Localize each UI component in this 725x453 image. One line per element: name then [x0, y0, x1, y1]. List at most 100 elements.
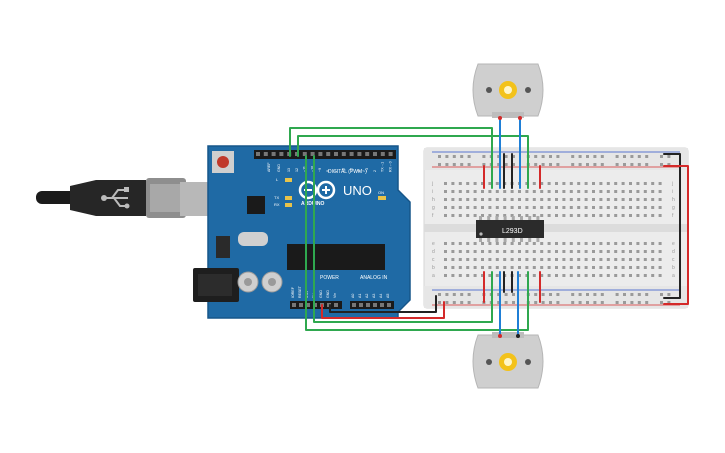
strip-hole[interactable] [473, 198, 477, 201]
l293d-chip[interactable]: L293D [476, 216, 544, 242]
rail-hole[interactable] [600, 163, 604, 166]
dc-motor-bottom[interactable] [472, 332, 544, 389]
strip-hole[interactable] [599, 206, 603, 209]
rail-hole[interactable] [623, 155, 626, 158]
strip-hole[interactable] [577, 206, 581, 209]
strip-hole[interactable] [495, 274, 499, 277]
strip-hole[interactable] [451, 250, 455, 253]
strip-hole[interactable] [540, 258, 544, 261]
strip-hole[interactable] [584, 214, 588, 217]
arduino-pin-hole[interactable] [310, 152, 315, 156]
strip-hole[interactable] [584, 258, 588, 261]
strip-hole[interactable] [629, 250, 632, 253]
strip-hole[interactable] [599, 182, 603, 185]
strip-hole[interactable] [651, 242, 655, 245]
strip-hole[interactable] [658, 190, 662, 193]
strip-hole[interactable] [651, 182, 655, 185]
strip-hole[interactable] [525, 182, 529, 185]
strip-hole[interactable] [547, 198, 551, 201]
rail-hole[interactable] [660, 155, 663, 158]
arduino-pin-hole[interactable] [326, 152, 331, 156]
strip-hole[interactable] [473, 258, 477, 261]
strip-hole[interactable] [458, 266, 462, 269]
strip-hole[interactable] [473, 242, 477, 245]
rail-hole[interactable] [541, 155, 545, 158]
arduino-pin-hole[interactable] [373, 152, 377, 156]
rail-hole[interactable] [504, 301, 508, 304]
strip-hole[interactable] [525, 266, 529, 269]
strip-hole[interactable] [636, 182, 640, 185]
rail-hole[interactable] [445, 155, 449, 158]
strip-hole[interactable] [562, 274, 566, 277]
strip-hole[interactable] [621, 198, 625, 201]
rail-hole[interactable] [556, 293, 560, 296]
strip-hole[interactable] [444, 182, 447, 185]
strip-hole[interactable] [606, 250, 610, 253]
rail-hole[interactable] [600, 293, 604, 296]
rail-hole[interactable] [667, 301, 671, 304]
strip-hole[interactable] [651, 258, 655, 261]
rail-hole[interactable] [623, 301, 626, 304]
strip-hole[interactable] [451, 190, 455, 193]
strip-hole[interactable] [488, 190, 492, 193]
rail-hole[interactable] [549, 155, 552, 158]
strip-hole[interactable] [606, 258, 610, 261]
strip-hole[interactable] [481, 242, 484, 245]
strip-hole[interactable] [606, 198, 610, 201]
strip-hole[interactable] [592, 182, 595, 185]
strip-hole[interactable] [651, 266, 655, 269]
arduino-pin-hole[interactable] [357, 152, 362, 156]
rail-hole[interactable] [438, 293, 441, 296]
strip-hole[interactable] [495, 242, 499, 245]
strip-hole[interactable] [495, 182, 499, 185]
strip-hole[interactable] [532, 214, 536, 217]
strip-hole[interactable] [488, 214, 492, 217]
strip-hole[interactable] [592, 250, 595, 253]
strip-hole[interactable] [599, 190, 603, 193]
rail-hole[interactable] [593, 155, 597, 158]
arduino-uno-board[interactable]: UNO ARDUINO DIGITAL (PWM~) L TX RX ON 13… [193, 145, 411, 319]
strip-hole[interactable] [532, 266, 536, 269]
strip-hole[interactable] [643, 206, 647, 209]
strip-hole[interactable] [510, 198, 514, 201]
rail-hole[interactable] [549, 293, 552, 296]
strip-hole[interactable] [643, 242, 647, 245]
rail-hole[interactable] [438, 163, 441, 166]
strip-hole[interactable] [643, 266, 647, 269]
strip-hole[interactable] [562, 182, 566, 185]
strip-hole[interactable] [481, 274, 484, 277]
strip-hole[interactable] [532, 274, 536, 277]
strip-hole[interactable] [555, 198, 558, 201]
strip-hole[interactable] [518, 258, 521, 261]
strip-hole[interactable] [658, 274, 662, 277]
strip-hole[interactable] [466, 274, 470, 277]
strip-hole[interactable] [621, 258, 625, 261]
strip-hole[interactable] [555, 190, 558, 193]
strip-hole[interactable] [488, 242, 492, 245]
rail-hole[interactable] [615, 301, 619, 304]
arduino-pin-hole[interactable] [299, 303, 303, 307]
strip-hole[interactable] [458, 242, 462, 245]
strip-hole[interactable] [525, 206, 529, 209]
rail-hole[interactable] [497, 155, 501, 158]
strip-hole[interactable] [658, 182, 662, 185]
strip-hole[interactable] [606, 190, 610, 193]
strip-hole[interactable] [569, 214, 573, 217]
strip-hole[interactable] [643, 274, 647, 277]
rail-hole[interactable] [571, 293, 575, 296]
arduino-pin-hole[interactable] [263, 152, 268, 156]
strip-hole[interactable] [547, 250, 551, 253]
strip-hole[interactable] [643, 198, 647, 201]
strip-hole[interactable] [547, 242, 551, 245]
strip-hole[interactable] [651, 198, 655, 201]
strip-hole[interactable] [562, 206, 566, 209]
strip-hole[interactable] [643, 250, 647, 253]
strip-hole[interactable] [658, 198, 662, 201]
strip-hole[interactable] [451, 206, 455, 209]
dc-motor-top[interactable] [472, 63, 544, 118]
rail-hole[interactable] [541, 301, 545, 304]
strip-hole[interactable] [518, 214, 521, 217]
rail-hole[interactable] [504, 293, 508, 296]
strip-hole[interactable] [481, 206, 484, 209]
strip-hole[interactable] [466, 250, 470, 253]
